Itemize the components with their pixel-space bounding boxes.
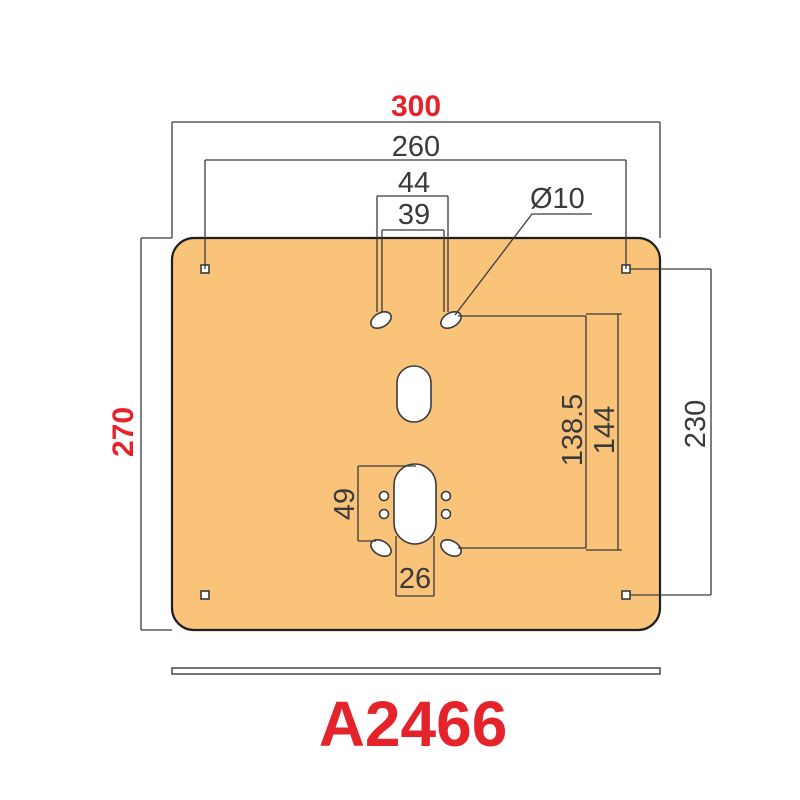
dimension-height-holes: 230 bbox=[630, 268, 712, 596]
dim-label-26: 26 bbox=[399, 563, 431, 595]
plate bbox=[170, 236, 662, 632]
dim-label-230: 230 bbox=[680, 400, 712, 448]
dim-label-260: 260 bbox=[392, 131, 440, 163]
dim-label-49: 49 bbox=[329, 488, 361, 520]
dim-label-300: 300 bbox=[391, 90, 441, 123]
dimension-width-holes: 260 bbox=[204, 131, 627, 269]
dimension-hole-diameter: Ø10 bbox=[454, 183, 592, 316]
dim-label-144: 144 bbox=[589, 406, 621, 454]
plate-side-profile bbox=[171, 667, 661, 675]
corner-hole-bottom-left bbox=[200, 590, 210, 600]
dimension-height-overall: 270 bbox=[107, 237, 172, 631]
dimension-width-overall: 300 bbox=[171, 90, 661, 238]
dim-label-44: 44 bbox=[398, 167, 430, 199]
dim-label-270: 270 bbox=[107, 407, 140, 457]
top-slot-left bbox=[370, 311, 392, 329]
round-hole bbox=[378, 508, 390, 520]
round-hole bbox=[378, 490, 390, 502]
corner-hole-bottom-right bbox=[621, 590, 631, 600]
bottom-slot-left bbox=[370, 539, 392, 557]
top-slot-right bbox=[440, 311, 462, 329]
dimension-slot-distances: 138.5 144 bbox=[458, 313, 622, 551]
part-number: A2466 bbox=[319, 688, 508, 760]
center-oval-slot bbox=[396, 365, 432, 423]
round-hole bbox=[440, 508, 452, 520]
dimension-hole-pair: 49 bbox=[329, 465, 416, 542]
round-hole bbox=[440, 490, 452, 502]
dim-label-138-5: 138.5 bbox=[557, 394, 589, 467]
dimension-oval-width: 26 bbox=[395, 536, 435, 597]
bottom-slot-right bbox=[440, 539, 462, 557]
lower-oval-slot bbox=[393, 463, 437, 545]
dim-label-39: 39 bbox=[398, 199, 430, 231]
dim-label-diameter: Ø10 bbox=[530, 183, 585, 215]
dimension-slot-widths: 44 39 bbox=[376, 167, 449, 312]
